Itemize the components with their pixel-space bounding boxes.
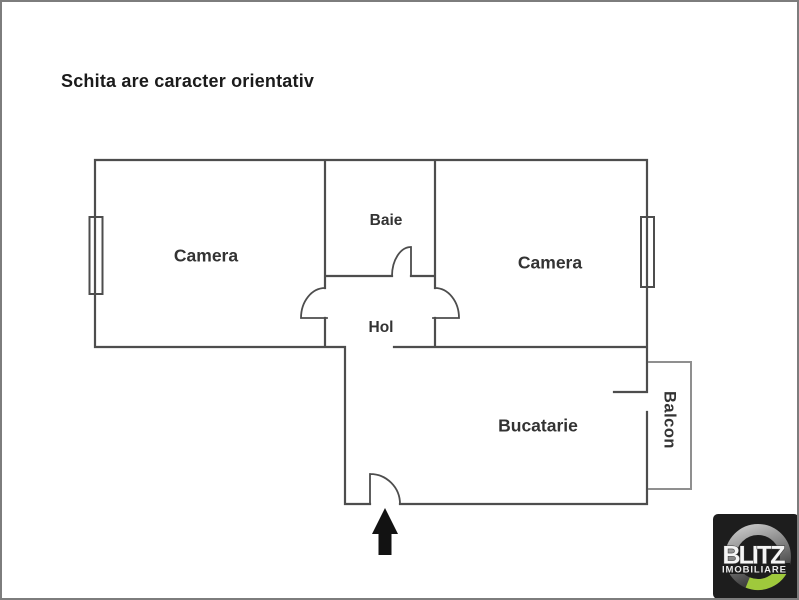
agency-logo: BLITZ IMOBILIARE <box>713 514 797 598</box>
room-label-hol: Hol <box>368 319 394 336</box>
room-label-camera-right: Camera <box>517 252 583 273</box>
window-left-icon <box>88 216 104 295</box>
camera-right-door-icon <box>432 287 460 319</box>
window-right-icon <box>640 216 655 288</box>
room-label-balcon: Balcon <box>660 390 679 450</box>
logo-tagline-band <box>719 563 790 574</box>
logo-tagline-text: IMOBILIARE <box>722 565 786 576</box>
logo-brand-text: BLITZ <box>723 542 786 570</box>
walls <box>93 158 649 506</box>
doors <box>300 246 460 505</box>
wall-lines <box>93 158 649 506</box>
camera-left-door-icon <box>300 287 328 319</box>
entrance-door-icon <box>369 473 401 505</box>
room-label-camera-left: Camera <box>173 245 239 266</box>
entrance-arrow-icon <box>372 508 398 555</box>
room-label-bucatarie: Bucatarie <box>498 415 578 436</box>
agency-logo-graphic: BLITZ IMOBILIARE <box>713 514 797 598</box>
disclaimer-text: Schita are caracter orientativ <box>61 71 315 91</box>
balcony-outline <box>648 361 692 490</box>
room-label-baie: Baie <box>369 212 403 229</box>
baie-door-icon <box>391 246 412 277</box>
windows <box>88 216 655 295</box>
